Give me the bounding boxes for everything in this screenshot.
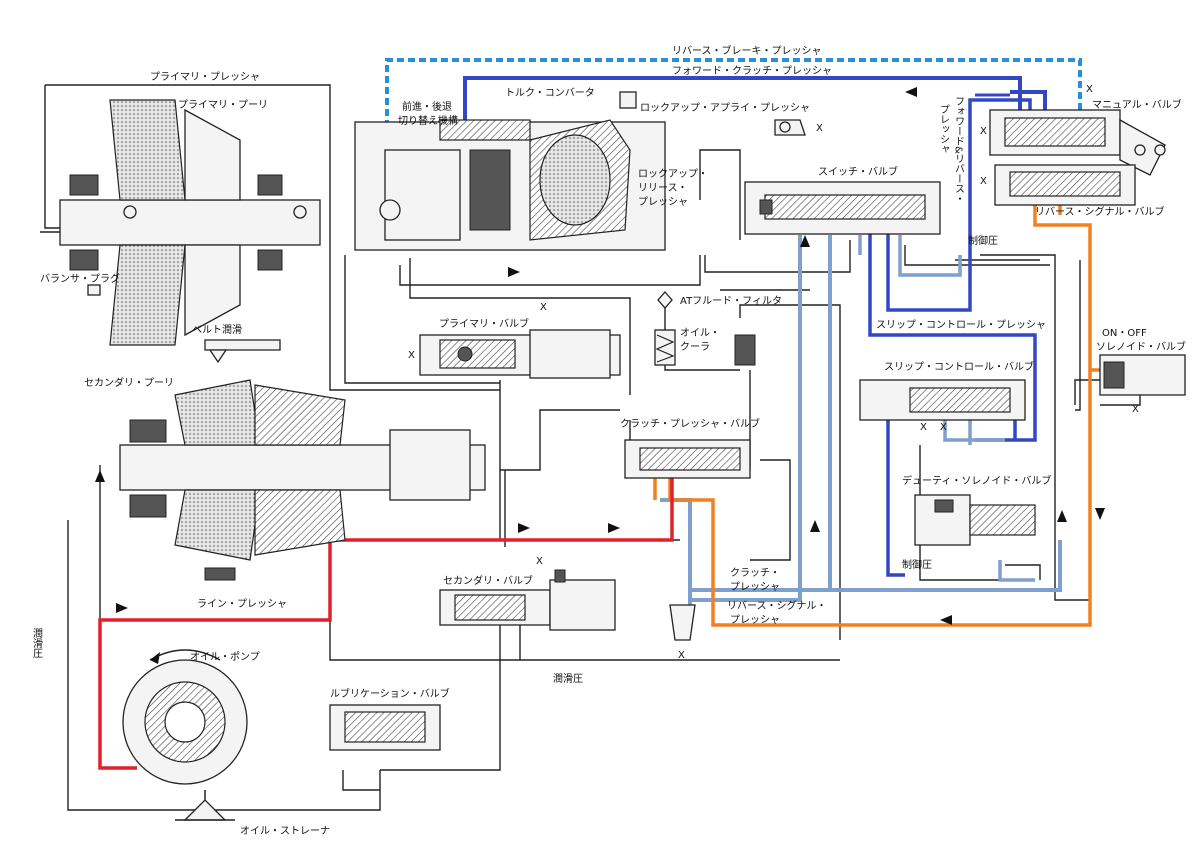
label-slip-control-valve: スリップ・コントロール・バルブ (884, 360, 1034, 373)
label-control-pressure: 制御圧 (968, 234, 998, 247)
manual-valve (989, 109, 1166, 176)
label-reverse-brake-pressure: リバース・ブレーキ・プレッシャ (672, 44, 822, 57)
secondary-pulley (119, 379, 486, 581)
slip-control-valve (859, 379, 1026, 421)
label-lockup-release-3: プレッシャ (638, 196, 688, 208)
primary-valve (419, 329, 621, 379)
balancer-plug (87, 284, 101, 296)
drain-mark: X (540, 302, 547, 313)
label-balancer-plug: バランサ・プラグ (40, 272, 120, 285)
drain-mark: X (816, 123, 823, 134)
label-forward-clutch-pressure: フォワード・クラッチ・プレッシャ (672, 65, 832, 77)
secondary-valve (439, 569, 616, 631)
label-on-off-solenoid-2: ソレノイド・バルブ (1096, 340, 1186, 353)
label-lubrication-pressure-side: 潤滑圧 (31, 628, 43, 659)
flow-arrows (95, 87, 1105, 625)
label-oil-cooler-1: オイル・ (680, 327, 720, 339)
drain-mark: X (920, 422, 927, 433)
label-fwd-rev-pressure-2: プレッシャ (938, 104, 949, 154)
reverse-signal-pressure-line (1033, 205, 1100, 372)
label-fwd-rev-mechanism-1: 前進・後退 (402, 100, 452, 113)
label-line-pressure: ライン・プレッシャ (197, 598, 287, 610)
torque-converter (354, 119, 666, 251)
label-on-off-solenoid-1: ON・OFF (1102, 328, 1147, 339)
label-secondary-valve: セカンダリ・バルブ (443, 574, 533, 587)
clutch-pressure-valve (624, 439, 751, 479)
drain-mark: X (678, 650, 685, 661)
label-lockup-apply-pressure: ロックアップ・アプライ・プレッシャ (640, 102, 810, 114)
label-duty-solenoid-valve: デューティ・ソレノイド・バルブ (902, 474, 1051, 487)
label-manual-valve: マニュアル・バルブ (1092, 98, 1182, 111)
label-fwd-rev-pressure-1: フォワード&リバース・ (953, 96, 965, 204)
label-clutch-pressure-2: プレッシャ (730, 581, 780, 593)
switch-valve (744, 181, 941, 235)
label-lubrication-pressure: 潤滑圧 (553, 673, 583, 685)
label-secondary-pulley: セカンダリ・プーリ (84, 376, 174, 389)
drain-mark: X (1132, 404, 1139, 415)
drain-mark: X (940, 422, 947, 433)
oil-cooler (654, 329, 756, 366)
at-fluid-filter (657, 291, 673, 309)
label-slip-control-pressure: スリップ・コントロール・プレッシャ (876, 319, 1046, 331)
label-fwd-rev-mechanism-2: 切り替え機構 (398, 114, 458, 127)
drain-mark: X (1086, 84, 1093, 95)
drain-mark: X (980, 176, 987, 187)
reverse-brake-pressure-line (385, 58, 1082, 160)
label-oil-pump: オイル・ポンプ (190, 651, 260, 663)
lockup-apply-solenoid (619, 91, 806, 136)
label-switch-valve: スイッチ・バルブ (818, 165, 898, 178)
label-control-pressure-2: 制御圧 (902, 558, 932, 571)
label-oil-strainer: オイル・ストレーナ (240, 825, 330, 837)
label-reverse-signal-pressure-2: プレッシャ (730, 614, 780, 626)
line-pressure-line (98, 478, 674, 770)
forward-clutch-pressure-line (463, 76, 1022, 160)
label-primary-pulley: プライマリ・プーリ (178, 99, 268, 111)
label-clutch-pressure-1: クラッチ・ (730, 567, 780, 579)
label-torque-converter: トルク・コンバータ (505, 87, 595, 99)
oil-strainer (175, 790, 235, 821)
label-lubrication-valve: ルブリケーション・バルブ (330, 687, 450, 700)
label-lockup-release-2: リリース・ (638, 183, 688, 194)
label-belt-lubrication: ベルト潤滑 (192, 324, 242, 336)
labels: リバース・ブレーキ・プレッシャ フォワード・クラッチ・プレッシャ プライマリ・プ… (31, 44, 1187, 837)
on-off-solenoid-valve (1099, 354, 1186, 396)
drain-check-valve (669, 604, 696, 641)
label-lockup-release-1: ロックアップ・ (638, 168, 708, 180)
label-primary-pressure: プライマリ・プレッシャ (150, 71, 260, 83)
drain-mark: X (536, 556, 543, 567)
reverse-signal-valve (994, 164, 1136, 206)
label-oil-cooler-2: クーラ (680, 341, 710, 353)
lubrication-valve (329, 704, 441, 751)
duty-solenoid-valve (914, 494, 1036, 546)
label-primary-valve: プライマリ・バルブ (439, 317, 529, 330)
oil-pump (122, 649, 248, 785)
drain-mark: X (408, 350, 415, 361)
primary-pulley (59, 99, 321, 346)
drain-mark: X (980, 126, 987, 137)
label-reverse-signal-pressure-1: リバース・シグナル・ (727, 599, 827, 612)
colored-pressure-lines (98, 58, 1100, 770)
label-reverse-signal-valve: リバース・シグナル・バルブ (1035, 205, 1165, 218)
belt-lubrication-nozzle (204, 339, 281, 364)
label-clutch-pressure-valve: クラッチ・プレッシャ・バルブ (620, 417, 760, 430)
label-at-fluid-filter: ATフルード・フィルタ (680, 295, 782, 307)
hydraulic-lines (40, 84, 1141, 811)
